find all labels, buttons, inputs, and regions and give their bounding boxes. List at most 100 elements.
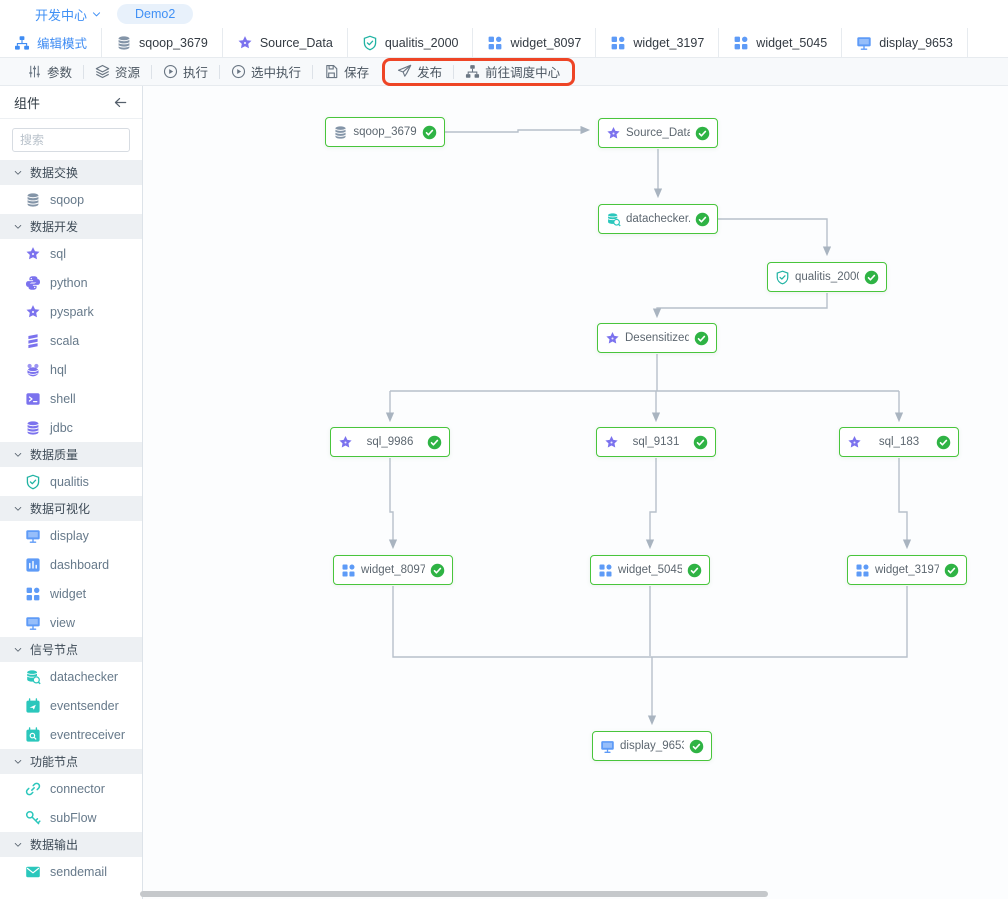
toolbar: 参数 资源 执行 选中执行 保存发布 前往调度中心	[0, 57, 1008, 86]
node-sqoop_3679[interactable]: sqoop_3679	[325, 117, 445, 147]
database-icon	[116, 35, 132, 51]
node-display_9653[interactable]: display_9653	[592, 731, 712, 761]
node-Source_Data[interactable]: Source_Data	[598, 118, 718, 148]
toolbar-divider	[83, 64, 85, 79]
sidebar-item-sql[interactable]: sql	[0, 239, 142, 268]
sidebar-item-label: display	[50, 528, 89, 543]
sidebar-section-数据可视化[interactable]: 数据可视化	[0, 496, 142, 521]
toolbar-button-发布[interactable]: 发布	[390, 62, 449, 81]
sidebar-item-label: pyspark	[50, 304, 94, 319]
dag-canvas[interactable]: sqoop_3679 Source_Data datachecker... quali…	[143, 86, 1008, 899]
node-label: sql_9986	[366, 436, 414, 448]
node-datachecker...[interactable]: datachecker...	[598, 204, 718, 234]
workspace-menu[interactable]: 开发中心	[35, 5, 102, 24]
sidebar-item-label: sendemail	[50, 864, 107, 879]
node-qualitis_2000[interactable]: qualitis_2000	[767, 262, 887, 292]
sidebar-item-hql[interactable]: hql	[0, 355, 142, 384]
tab-sqoop_3679[interactable]: sqoop_3679	[102, 28, 223, 57]
python-icon	[25, 275, 41, 291]
tab-qualitis_2000[interactable]: qualitis_2000	[348, 28, 474, 57]
toolbar-button-保存[interactable]: 保存	[317, 62, 376, 81]
sidebar-section-数据交换[interactable]: 数据交换	[0, 160, 142, 185]
node-sql_9986[interactable]: sql_9986	[330, 427, 450, 457]
toolbar-button-label: 选中执行	[251, 66, 302, 80]
sidebar-item-label: connector	[50, 781, 105, 796]
edge	[718, 218, 832, 257]
project-tab[interactable]: Demo2	[117, 4, 194, 24]
collapse-sidebar-icon[interactable]	[113, 95, 128, 110]
sliders-icon	[27, 64, 42, 79]
sidebar-item-label: qualitis	[50, 474, 89, 489]
node-Desensitized...[interactable]: Desensitized...	[597, 323, 717, 353]
tab-widget_8097[interactable]: widget_8097	[473, 28, 597, 57]
edge	[898, 458, 912, 550]
node-widget_8097[interactable]: widget_8097	[333, 555, 453, 585]
monitor-icon	[600, 739, 615, 754]
toolbar-button-资源[interactable]: 资源	[88, 62, 147, 81]
sidebar-item-pyspark[interactable]: pyspark	[0, 297, 142, 326]
toolbar-button-参数[interactable]: 参数	[20, 62, 79, 81]
sidebar-item-label: datachecker	[50, 669, 119, 684]
tab-Source_Data[interactable]: Source_Data	[223, 28, 348, 57]
horizontal-scrollbar[interactable]	[140, 891, 768, 897]
tab-编辑模式[interactable]: 编辑模式	[0, 28, 103, 57]
node-widget_5045[interactable]: widget_5045	[590, 555, 710, 585]
tab-label: widget_3197	[633, 35, 705, 50]
sidebar-item-subFlow[interactable]: subFlow	[0, 803, 142, 832]
toolbar-button-label: 执行	[183, 66, 209, 80]
sidebar-item-label: view	[50, 615, 76, 630]
node-label: widget_8097	[361, 564, 425, 576]
monitor-icon	[25, 615, 41, 631]
star-icon	[847, 435, 862, 450]
shield-icon	[775, 270, 790, 285]
sidebar-section-数据输出[interactable]: 数据输出	[0, 832, 142, 857]
node-label: Desensitized...	[625, 332, 689, 344]
sidebar-item-shell[interactable]: shell	[0, 384, 142, 413]
sidebar-item-display[interactable]: display	[0, 521, 142, 550]
sidebar-section-信号节点[interactable]: 信号节点	[0, 637, 142, 662]
sidebar-item-datachecker[interactable]: datachecker	[0, 662, 142, 691]
toolbar-button-label: 参数	[47, 66, 73, 80]
section-label: 数据开发	[30, 220, 79, 234]
search-input[interactable]	[12, 128, 130, 152]
sidebar-item-connector[interactable]: connector	[0, 774, 142, 803]
sidebar-item-eventreceiver[interactable]: eventreceiver	[0, 720, 142, 749]
star-icon	[237, 35, 253, 51]
node-widget_3197[interactable]: widget_3197	[847, 555, 967, 585]
sidebar-item-scala[interactable]: scala	[0, 326, 142, 355]
toolbar-button-执行[interactable]: 执行	[156, 62, 215, 81]
tab-widget_5045[interactable]: widget_5045	[719, 28, 843, 57]
node-sql_9131[interactable]: sql_9131	[596, 427, 716, 457]
sidebar-item-qualitis[interactable]: qualitis	[0, 467, 142, 496]
sidebar-item-python[interactable]: python	[0, 268, 142, 297]
grid-icon	[25, 586, 41, 602]
toolbar-button-前往调度中心[interactable]: 前往调度中心	[458, 62, 567, 81]
sidebar-section-数据质量[interactable]: 数据质量	[0, 442, 142, 467]
node-sql_183[interactable]: sql_183	[839, 427, 959, 457]
status-success-icon	[687, 563, 702, 578]
tab-widget_3197[interactable]: widget_3197	[596, 28, 720, 57]
sidebar-item-sqoop[interactable]: sqoop	[0, 185, 142, 214]
sidebar-item-sendemail[interactable]: sendemail	[0, 857, 142, 886]
chevron-down-icon	[13, 450, 23, 460]
toolbar-button-label: 前往调度中心	[485, 66, 561, 80]
sidebar-item-view[interactable]: view	[0, 608, 142, 637]
status-success-icon	[944, 563, 959, 578]
tab-label: Source_Data	[259, 35, 333, 50]
sidebar-section-功能节点[interactable]: 功能节点	[0, 749, 142, 774]
tab-label: qualitis_2000	[384, 35, 459, 50]
sitemap-icon	[465, 64, 480, 79]
sidebar-item-label: eventsender	[50, 698, 119, 713]
sidebar-item-eventsender[interactable]: eventsender	[0, 691, 142, 720]
database-icon	[25, 420, 41, 436]
sidebar-item-widget[interactable]: widget	[0, 579, 142, 608]
toolbar-button-选中执行[interactable]: 选中执行	[224, 62, 308, 81]
sidebar-item-jdbc[interactable]: jdbc	[0, 413, 142, 442]
sidebar-section-数据开发[interactable]: 数据开发	[0, 214, 142, 239]
status-success-icon	[693, 435, 708, 450]
link-icon	[25, 781, 41, 797]
sidebar-item-dashboard[interactable]: dashboard	[0, 550, 142, 579]
node-label: qualitis_2000	[795, 271, 859, 283]
tab-display_9653[interactable]: display_9653	[842, 28, 968, 57]
